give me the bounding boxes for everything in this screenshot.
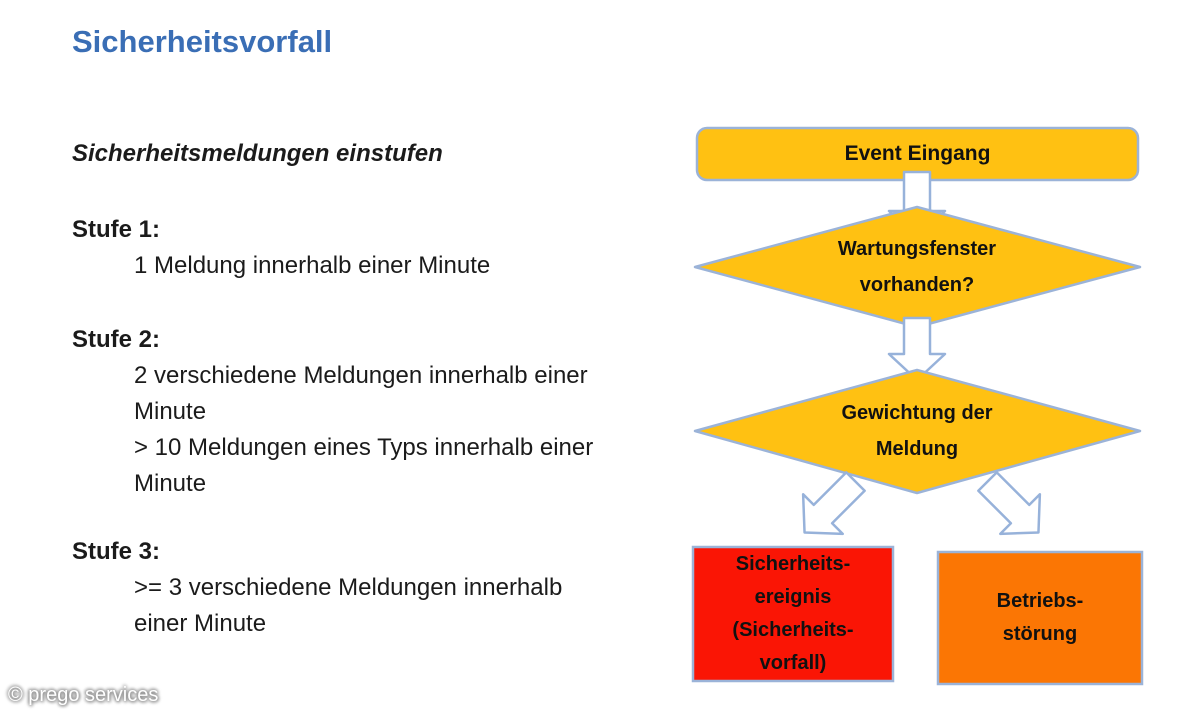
decision-2-shape	[693, 368, 1142, 495]
outcome-operations-label: Betriebs- störung	[996, 590, 1084, 645]
level-2-body: 2 verschiedene Meldungen innerhalb einer…	[134, 362, 594, 497]
outcome-security-shape	[691, 545, 895, 683]
flow-arrow-down-left-icon	[801, 471, 866, 536]
flow-arrow-down-2-icon	[887, 316, 947, 382]
level-1-heading: Stufe 1:	[72, 216, 161, 243]
flow-arrow-down-right-icon	[977, 471, 1042, 536]
level-block-3: Stufe 3: >= 3 verschiedene Meldungen inn…	[72, 534, 672, 642]
decision-1-label: Wartungsfenster vorhanden?	[837, 238, 997, 296]
decision-2-label: Gewichtung der Meldung	[841, 402, 993, 460]
slide-subtitle: Sicherheitsmeldungen einstufen	[72, 140, 443, 167]
level-3-heading: Stufe 3:	[72, 538, 161, 565]
level-1-body: 1 Meldung innerhalb einer Minute	[134, 252, 491, 279]
start-node-label: Event Eingang	[844, 142, 991, 165]
level-3-body: >= 3 verschiedene Meldungen innerhalb ei…	[134, 574, 563, 637]
flowchart: Event Eingang Wartungsfenster vorhanden?…	[680, 115, 1160, 700]
level-block-1: Stufe 1: 1 Meldung innerhalb einer Minut…	[72, 212, 672, 284]
page-title: Sicherheitsvorfall	[72, 24, 333, 59]
copyright-watermark: © prego services	[8, 684, 159, 706]
outcome-security-label: Sicherheits- ereignis (Sicherheits- vorf…	[732, 553, 854, 674]
flowchart-canvas	[691, 126, 1144, 686]
level-2-heading: Stufe 2:	[72, 326, 161, 353]
outcome-operations-shape	[936, 550, 1144, 686]
level-block-2: Stufe 2: 2 verschiedene Meldungen innerh…	[72, 322, 672, 502]
decision-1-shape	[693, 205, 1142, 329]
